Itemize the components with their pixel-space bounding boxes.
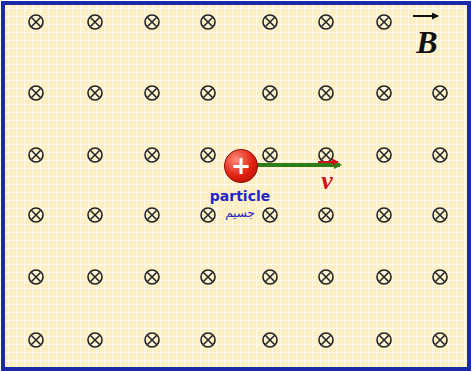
velocity-label: v bbox=[321, 168, 333, 194]
vector-arrow-v bbox=[318, 161, 338, 163]
charged-particle: + bbox=[224, 149, 258, 183]
into-page-symbols bbox=[29, 15, 447, 347]
velocity-arrow bbox=[257, 163, 340, 167]
field-label: B bbox=[416, 26, 437, 58]
charge-sign: + bbox=[231, 154, 251, 178]
field-region bbox=[3, 3, 469, 369]
particle-label: particle bbox=[208, 189, 272, 203]
particle-label-ar: جسيم bbox=[223, 207, 257, 219]
vector-arrow-b bbox=[413, 15, 438, 17]
